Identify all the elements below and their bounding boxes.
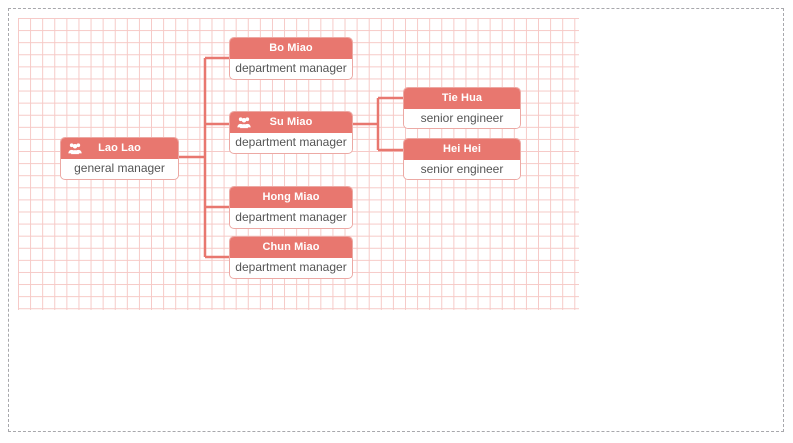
org-node-header: Lao Lao (61, 138, 178, 159)
org-node-su-miao[interactable]: Su Miao department manager (229, 111, 353, 154)
org-node-name: Hong Miao (262, 191, 320, 203)
org-node-name: Bo Miao (269, 42, 313, 54)
org-node-name: Hei Hei (443, 143, 481, 155)
users-icon (68, 143, 82, 155)
org-node-title: senior engineer (404, 109, 520, 128)
org-node-header: Hong Miao (230, 187, 352, 208)
org-node-title: department manager (230, 208, 352, 227)
org-node-header: Su Miao (230, 112, 352, 133)
org-node-header: Chun Miao (230, 237, 352, 258)
org-node-title: department manager (230, 59, 352, 78)
org-node-name: Tie Hua (441, 92, 483, 104)
org-node-name: Lao Lao (98, 142, 141, 154)
org-node-name: Su Miao (269, 116, 313, 128)
org-node-lao-lao[interactable]: Lao Lao general manager (60, 137, 179, 180)
users-icon (237, 117, 251, 129)
org-node-name: Chun Miao (262, 241, 320, 253)
org-node-title: senior engineer (404, 160, 520, 179)
org-node-tie-hua[interactable]: Tie Hua senior engineer (403, 87, 521, 129)
org-node-title: department manager (230, 133, 352, 152)
org-node-title: department manager (230, 258, 352, 277)
org-node-hong-miao[interactable]: Hong Miao department manager (229, 186, 353, 229)
canvas-dashed-frame (8, 8, 784, 432)
org-node-header: Hei Hei (404, 139, 520, 160)
org-node-header: Bo Miao (230, 38, 352, 59)
org-node-title: general manager (61, 159, 178, 178)
org-node-chun-miao[interactable]: Chun Miao department manager (229, 236, 353, 279)
org-node-bo-miao[interactable]: Bo Miao department manager (229, 37, 353, 80)
org-node-hei-hei[interactable]: Hei Hei senior engineer (403, 138, 521, 180)
org-node-header: Tie Hua (404, 88, 520, 109)
